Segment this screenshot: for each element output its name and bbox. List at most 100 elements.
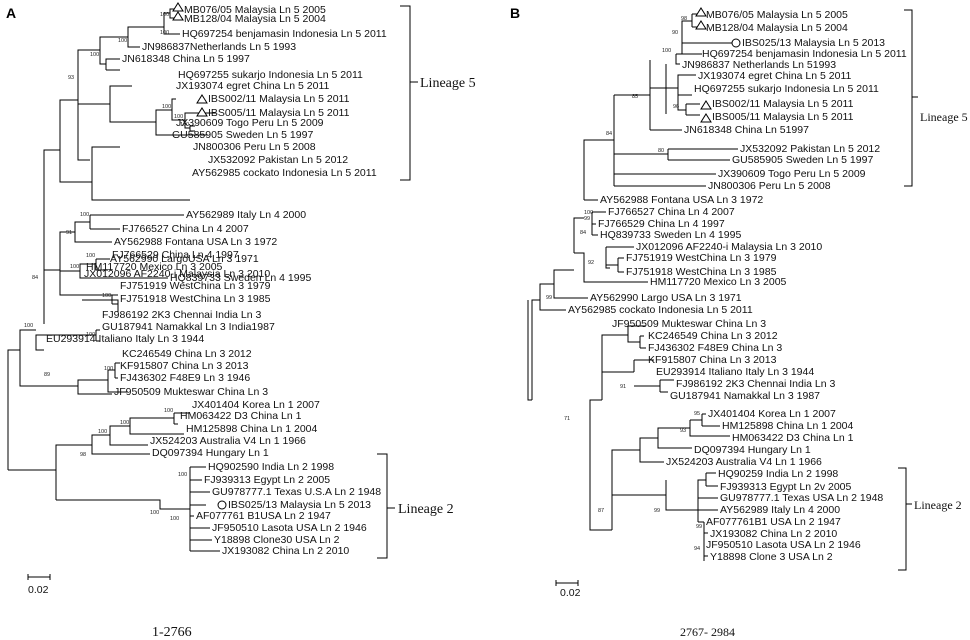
lineage-label: Lineage 2 <box>914 498 962 512</box>
taxon-label: JN618348 China Ln 5 1997 <box>122 53 250 65</box>
bootstrap-value: 87 <box>598 508 604 514</box>
bootstrap-value: 100 <box>24 323 33 329</box>
tree-b-markers <box>695 7 741 123</box>
triangle-marker-icon <box>172 11 184 21</box>
taxon-label: JX532092 Pakistan Ln 5 2012 <box>208 154 348 166</box>
tree-a-taxa: MB076/05 Malaysia Ln 5 2005 MB128/04 Mal… <box>46 4 387 557</box>
circle-marker-icon <box>217 500 227 510</box>
taxon-label: JX012096 AF2240-i Malaysia Ln 3 2010 <box>84 268 270 280</box>
triangle-marker-icon <box>172 2 184 12</box>
bootstrap-value: 91 <box>620 384 626 390</box>
taxon-label: HQ697255 sukarjo Indonesia Ln 5 2011 <box>694 83 879 95</box>
taxon-label: JX193082 China Ln 2 2010 <box>222 545 349 557</box>
tree-a-branches <box>7 8 220 552</box>
taxon-label: AY562990 LargoUSA Ln 3 1971 <box>110 253 259 265</box>
taxon-label: Y18898 Clone 3 USA Ln 2 <box>710 551 833 563</box>
taxon-label: HM117720 Mexico Ln 3 2005 <box>86 261 223 273</box>
bootstrap-value: 100 <box>86 332 95 338</box>
bootstrap-value: 85 <box>632 94 638 100</box>
bootstrap-value: 100 <box>70 264 79 270</box>
tree-b-bootstrap: 98 90 100 96 85 84 80 100 99 84 92 99 91… <box>546 16 702 552</box>
taxon-label: FJ751918 WestChina Ln 3 1985 <box>120 293 271 305</box>
taxon-label: JN986837Netherlands Ln 5 1993 <box>142 41 296 53</box>
taxon-label: JX524203 Australia V4 Ln 1 1966 <box>666 456 822 468</box>
taxon-label: HQ839733 Sweden Ln 4 1995 <box>600 229 741 241</box>
taxon-label: GU187941 Namakkal Ln 3 1987 <box>670 390 820 402</box>
taxon-label: IBS002/11 Malaysia Ln 5 2011 <box>208 93 350 105</box>
taxon-label: FJ766529 China Ln 4 1997 <box>598 218 725 230</box>
taxon-label: AY562985 cockato Indonesia Ln 5 2011 <box>568 304 753 316</box>
taxon-label: GU978777.1 Texas USA Ln 2 1948 <box>720 492 883 504</box>
tree-b-branches <box>527 13 738 561</box>
bootstrap-value: 100 <box>118 38 127 44</box>
taxon-label: HQ839733 Sweden Ln 4 1995 <box>170 272 311 284</box>
taxon-label: FJ986192 2K3 Chennai India Ln 3 <box>102 309 262 321</box>
bootstrap-value: 100 <box>170 516 179 522</box>
bootstrap-value: 90 <box>672 30 678 36</box>
bootstrap-value: 99 <box>584 216 590 222</box>
taxon-label: IBS025/13 Malaysia Ln 5 2013 <box>228 499 371 511</box>
taxon-label: FJ436302 F48E9 China Ln 3 <box>648 342 782 354</box>
taxon-label: GU187941 Namakkal Ln 3 India1987 <box>102 321 275 333</box>
taxon-label: MB128/04 Malaysia Ln 5 2004 <box>706 22 848 34</box>
lineage-label: Lineage 5 <box>420 76 476 91</box>
taxon-label: JX012096 AF2240-i Malaysia Ln 3 2010 <box>636 241 822 253</box>
bootstrap-value: 100 <box>584 210 593 216</box>
taxon-label: GU585905 Sweden Ln 5 1997 <box>172 129 313 141</box>
bootstrap-value: 96 <box>673 104 679 110</box>
taxon-label: AF077761B1 USA Ln 2 1947 <box>706 516 841 528</box>
taxon-label: JX401404 Korea Ln 1 2007 <box>192 399 320 411</box>
taxon-label: FJ436302 F48E9 Ln 3 1946 <box>120 372 250 384</box>
scale-bar-label: 0.02 <box>28 584 49 596</box>
lineage-label: Lineage 2 <box>398 502 454 517</box>
tree-a-bootstrap: 100 100 100 100 93 100 100 100 100 91 10… <box>24 12 189 522</box>
taxon-label: HM125898 China Ln 1 2004 <box>186 423 318 435</box>
bootstrap-value: 93 <box>680 428 686 434</box>
bootstrap-value: 100 <box>80 212 89 218</box>
taxon-label: EU293914 Italiano Italy Ln 3 1944 <box>656 366 814 378</box>
bootstrap-value: 71 <box>564 416 570 422</box>
panel-a: A <box>6 2 476 640</box>
taxon-label: HQ697254 benjamasin Indonesia Ln 5 2011 <box>702 48 907 60</box>
bootstrap-value: 100 <box>86 253 95 259</box>
taxon-label: Y18898 Clone30 USA Ln 2 <box>214 534 340 546</box>
taxon-label: FJ751919 WestChina Ln 3 1979 <box>626 252 777 264</box>
triangle-marker-icon <box>196 94 208 104</box>
bootstrap-value: 100 <box>162 104 171 110</box>
taxon-label: JF950509 Mukteswar China Ln 3 <box>612 318 766 330</box>
lineage-label: Lineage 5 <box>920 110 968 124</box>
taxon-label: JX390609 Togo Peru Ln 5 2009 <box>176 117 324 129</box>
taxon-label: AY562989 Italy Ln 4 2000 <box>720 504 840 516</box>
taxon-label: HM063422 D3 China Ln 1 <box>180 410 302 422</box>
lineage-bracket-a-5: Lineage 5 <box>400 5 476 181</box>
bootstrap-value: 100 <box>174 114 183 120</box>
bootstrap-value: 99 <box>546 295 552 301</box>
taxon-label: AY562988 Fontana USA Ln 3 1972 <box>600 194 763 206</box>
taxon-label: JX193074 egret China Ln 5 2011 <box>698 70 852 82</box>
bootstrap-value: 84 <box>32 275 38 281</box>
taxon-label: JN800306 Peru Ln 5 2008 <box>193 141 316 153</box>
taxon-label: FJ766529 China Ln 4 1997 <box>112 249 239 261</box>
bootstrap-value: 95 <box>694 411 700 417</box>
taxon-label: JX524203 Australia V4 Ln 1 1966 <box>150 435 306 447</box>
bootstrap-value: 84 <box>580 230 586 236</box>
panel-letter-a: A <box>6 5 16 21</box>
taxon-label: KC246549 China Ln 3 2012 <box>122 348 252 360</box>
taxon-label: FJ751918 WestChina Ln 3 1985 <box>626 266 777 278</box>
bootstrap-value: 100 <box>164 408 173 414</box>
taxon-label: HQ697254 benjamasin Indonesia Ln 5 2011 <box>182 28 387 40</box>
taxon-label: JN618348 China Ln 51997 <box>684 124 809 136</box>
taxon-label: FJ986192 2K3 Chennai India Ln 3 <box>676 378 836 390</box>
taxon-label: JX390609 Togo Peru Ln 5 2009 <box>718 168 866 180</box>
bootstrap-value: 100 <box>150 510 159 516</box>
bootstrap-value: 80 <box>658 148 664 154</box>
scale-bar-b: 0.02 <box>555 580 581 599</box>
taxon-label: FJ939313 Egypt Ln 2v 2005 <box>720 481 852 493</box>
bootstrap-value: 100 <box>662 48 671 54</box>
scale-bar-a: 0.02 <box>27 574 51 596</box>
taxon-label: AY562985 cockato Indonesia Ln 5 2011 <box>192 167 377 179</box>
taxon-label: IBS005/11 Malaysia Ln 5 2011 <box>712 111 854 123</box>
bootstrap-value: 89 <box>44 372 50 378</box>
taxon-label: KC246549 China Ln 3 2012 <box>648 330 778 342</box>
triangle-marker-icon <box>700 113 712 123</box>
